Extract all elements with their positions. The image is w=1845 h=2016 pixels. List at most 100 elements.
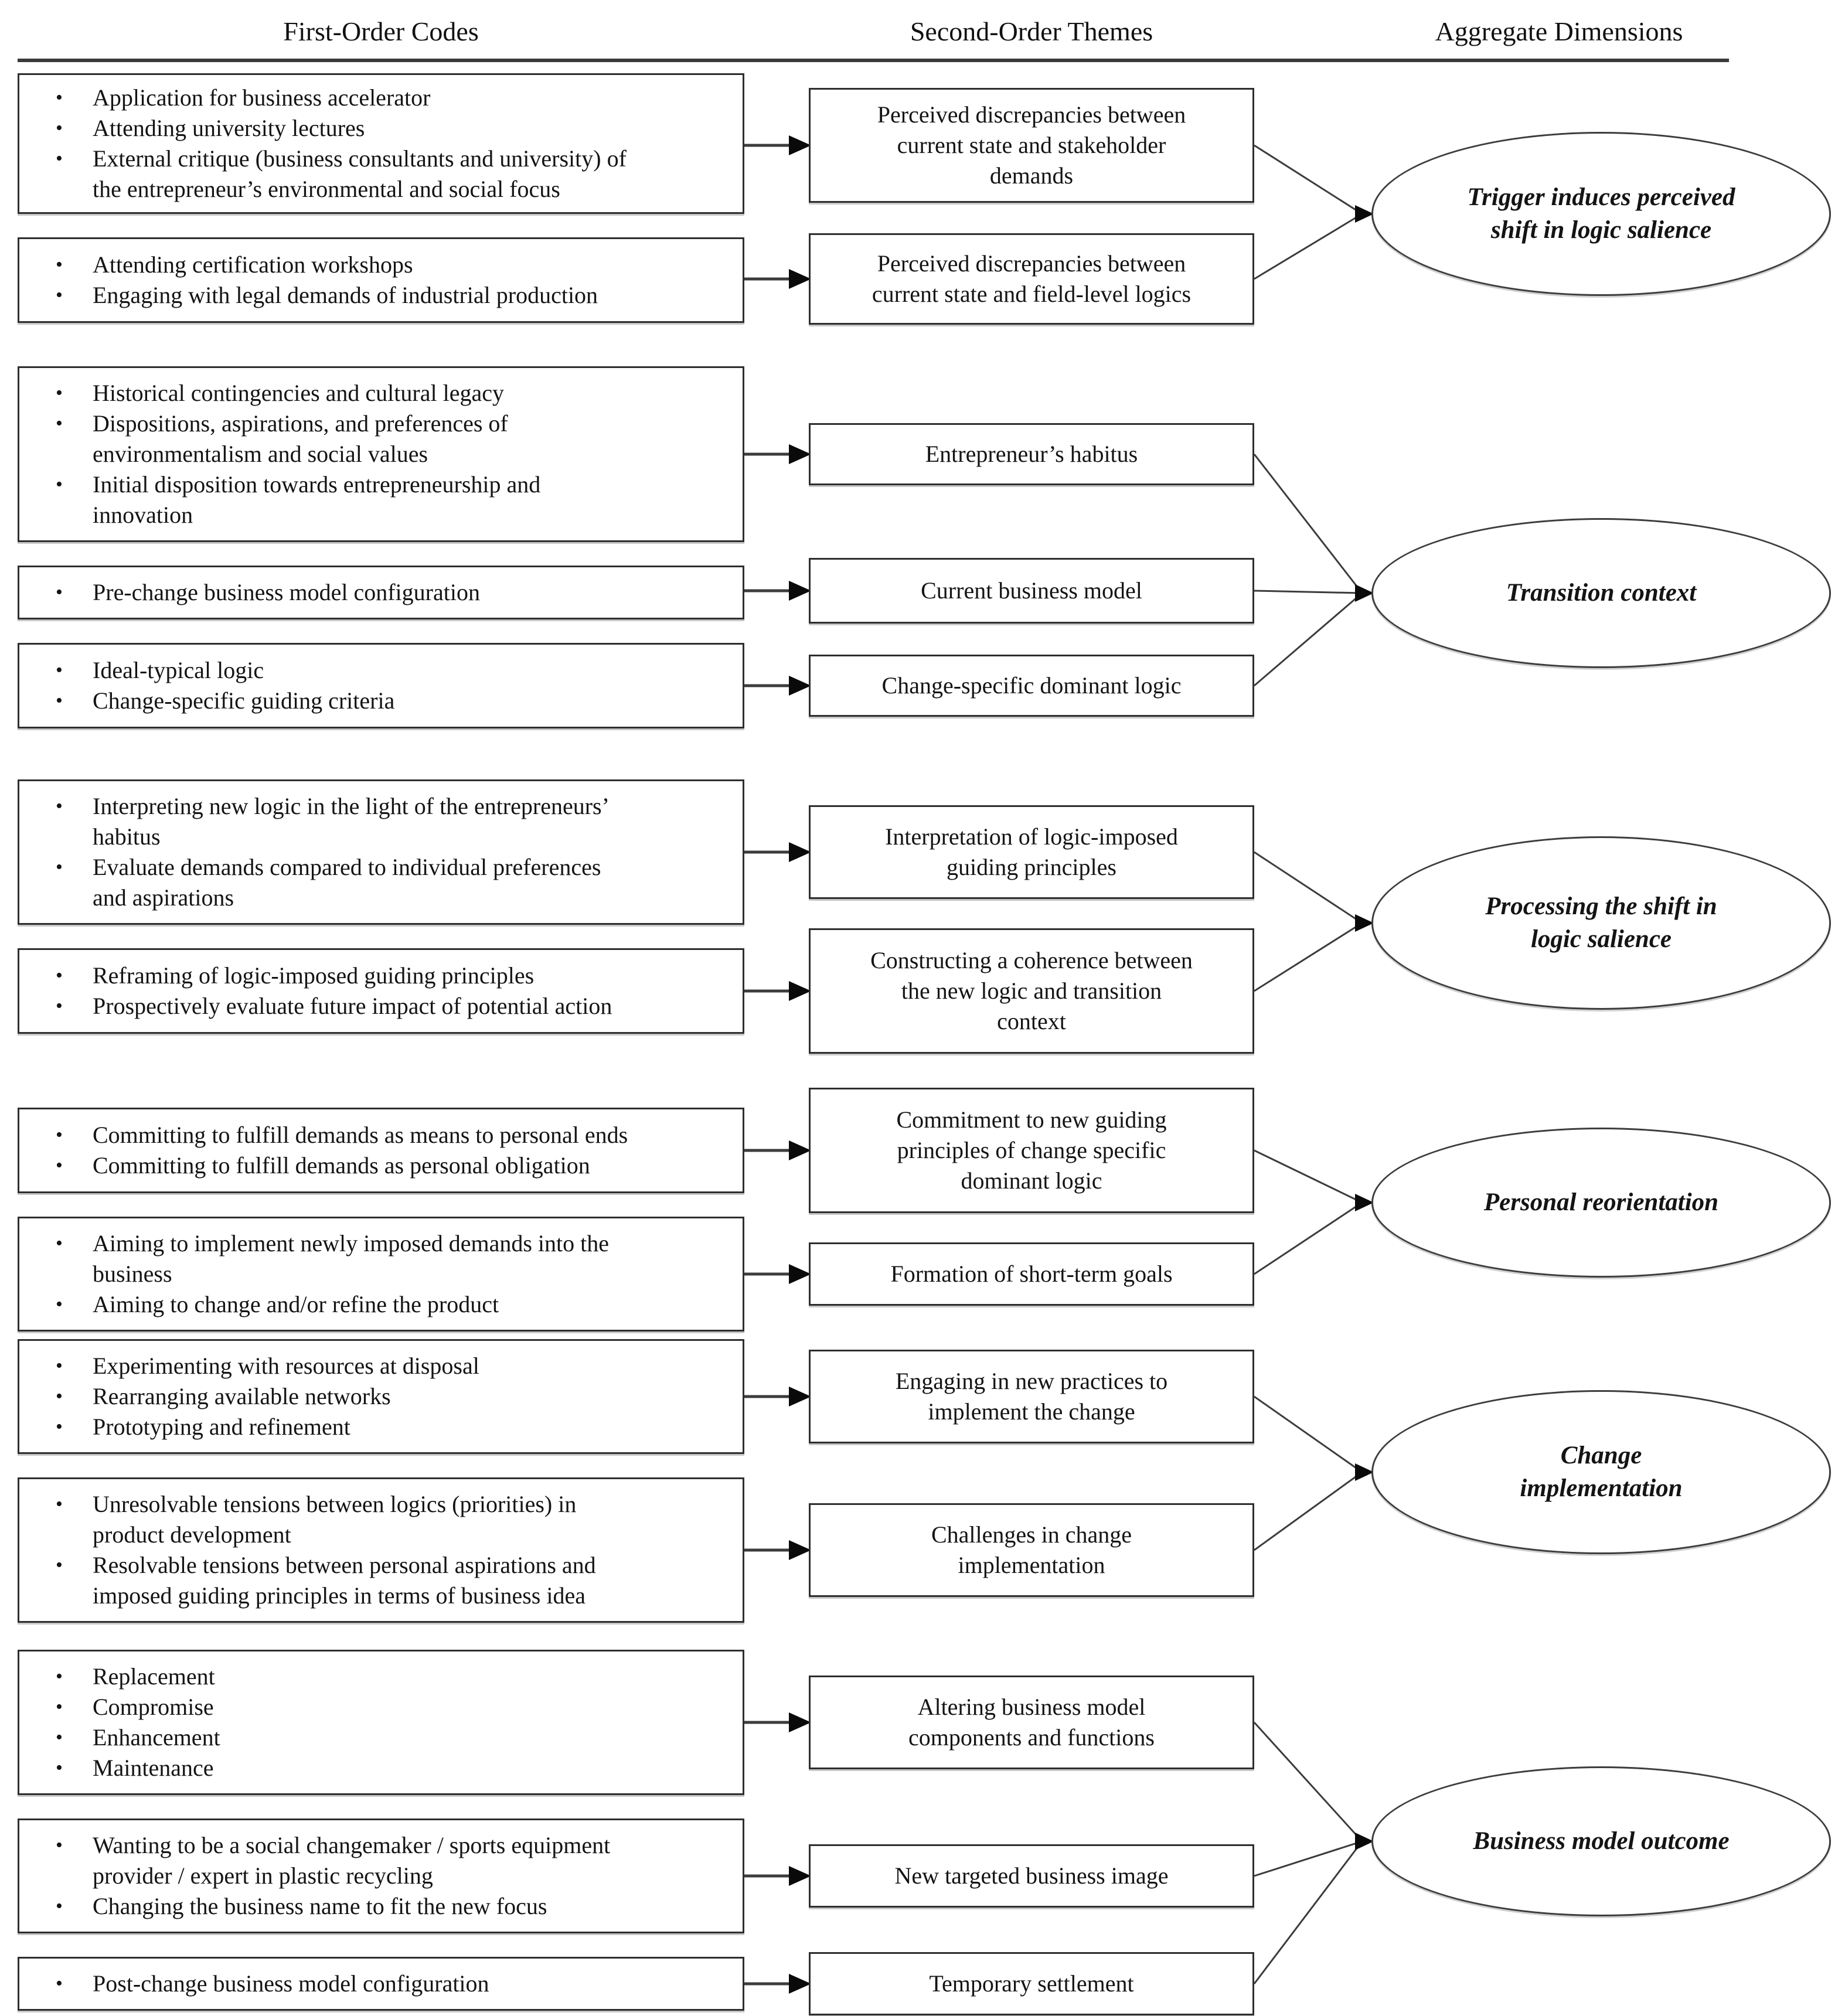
arrow-right-icon	[1355, 1194, 1374, 1211]
theme-line-text: demands	[989, 162, 1074, 189]
code-line: •Committing to fulfill demands as person…	[19, 1150, 743, 1181]
theme-line-text: Commitment to new guiding	[896, 1106, 1167, 1133]
bullet-icon: •	[56, 1895, 63, 1917]
code-line: innovation	[19, 500, 743, 530]
code-line: •Maintenance	[19, 1753, 743, 1783]
first-order-code-box: •Aiming to implement newly imposed deman…	[18, 1217, 744, 1331]
dimension-label: Trigger induces perceived	[1467, 183, 1735, 211]
bullet-icon: •	[56, 1293, 63, 1315]
arrow-right-icon	[789, 676, 811, 696]
bullet-icon: •	[56, 148, 63, 169]
code-line-text: Compromise	[93, 1694, 214, 1720]
arrow-right-icon	[789, 1866, 811, 1886]
code-line-text: External critique (business consultants …	[93, 145, 627, 172]
code-line-text: innovation	[93, 502, 193, 528]
code-line-text: Reframing of logic-imposed guiding princ…	[93, 962, 535, 989]
code-line: business	[19, 1259, 743, 1289]
bullet-icon: •	[56, 1232, 63, 1254]
theme-line-text: implementation	[958, 1552, 1105, 1578]
arrow-right-icon	[1355, 584, 1374, 602]
theme-line-text: Challenges in change	[931, 1521, 1132, 1548]
first-order-code-box: •Historical contingencies and cultural l…	[18, 366, 744, 542]
converge-connector-line	[1254, 922, 1363, 992]
code-line-text: Engaging with legal demands of industria…	[93, 282, 598, 308]
bullet-icon: •	[56, 1124, 63, 1146]
first-order-code-box: •Ideal-typical logic•Change-specific gui…	[18, 643, 744, 728]
arrow-right-icon	[789, 1140, 811, 1160]
arrow-right-icon	[789, 135, 811, 155]
dimension-label: Transition context	[1506, 579, 1697, 607]
bullet-icon: •	[56, 1355, 63, 1377]
code-line-text: and aspirations	[93, 884, 234, 911]
code-line: •Prototyping and refinement	[19, 1412, 743, 1442]
code-line: •Engaging with legal demands of industri…	[19, 280, 743, 311]
code-line: product development	[19, 1520, 743, 1550]
theme-line-text: Entrepreneur’s habitus	[925, 441, 1138, 467]
code-line-text: Attending certification workshops	[93, 251, 413, 278]
bullet-icon: •	[56, 856, 63, 878]
bullet-icon: •	[56, 1726, 63, 1748]
dimension-label: Personal reorientation	[1483, 1189, 1719, 1216]
code-line: •Replacement	[19, 1661, 743, 1692]
bullet-icon: •	[56, 690, 63, 711]
aggregate-dimension-ellipse: Personal reorientation	[1371, 1128, 1831, 1278]
converge-connector-line	[1254, 592, 1363, 687]
code-line-text: habitus	[93, 823, 161, 850]
column-header-first-order-codes: First-Order Codes	[283, 16, 479, 46]
code-line-text: Dispositions, aspirations, and preferenc…	[93, 410, 508, 437]
theme-line-text: implement the change	[928, 1398, 1135, 1425]
code-line: imposed guiding principles in terms of b…	[19, 1581, 743, 1611]
code-line-text: Prospectively evaluate future impact of …	[93, 993, 612, 1019]
converge-connector-line	[1254, 1149, 1363, 1204]
second-order-theme-box: New targeted business image	[809, 1844, 1254, 1908]
code-line: •Resolvable tensions between personal as…	[19, 1550, 743, 1581]
code-line-text: provider / expert in plastic recycling	[93, 1862, 433, 1889]
code-line: •Change-specific guiding criteria	[19, 686, 743, 716]
code-line-text: Historical contingencies and cultural le…	[93, 380, 504, 406]
code-line: •Interpreting new logic in the light of …	[19, 791, 743, 822]
dimension-label: Business model outcome	[1473, 1827, 1730, 1855]
theme-line-text: Engaging in new practices to	[895, 1368, 1168, 1394]
code-line-text: the entrepreneur’s environmental and soc…	[93, 176, 560, 202]
code-line: • Enhancement	[19, 1722, 743, 1753]
code-line: the entrepreneur’s environmental and soc…	[19, 174, 743, 205]
code-line: •Rearranging available networks	[19, 1381, 743, 1412]
converge-connector-line	[1253, 454, 1363, 594]
code-line: • External critique (business consultants…	[19, 144, 743, 174]
first-order-code-box: •Pre-change business model configuration	[18, 566, 744, 619]
code-line: and aspirations	[19, 883, 743, 913]
code-line-text: Enhancement	[93, 1724, 220, 1751]
first-order-code-box: •Interpreting new logic in the light of …	[18, 779, 744, 925]
theme-line-text: Perceived discrepancies between	[877, 101, 1186, 128]
second-order-theme-box: Entrepreneur’s habitus	[809, 423, 1254, 485]
code-line: •Compromise	[19, 1692, 743, 1722]
theme-line-text: Formation of short-term goals	[890, 1261, 1173, 1287]
dimension-label: Processing the shift in	[1485, 893, 1717, 920]
code-line: provider / expert in plastic recycling	[19, 1861, 743, 1891]
code-line: •Attending certification workshops	[19, 250, 743, 280]
code-line: •Wanting to be a social changemaker / sp…	[19, 1830, 743, 1861]
code-line-text: Aiming to change and/or refine the produ…	[93, 1291, 499, 1317]
converge-connector-line	[1254, 1840, 1363, 1877]
arrow-right-icon	[789, 842, 811, 862]
first-order-code-box: •Experimenting with resources at disposa…	[18, 1339, 744, 1454]
converge-connector-line	[1253, 1721, 1363, 1843]
bullet-icon: •	[56, 1493, 63, 1515]
code-line-text: Application for business accelerator	[93, 84, 431, 111]
code-line: •Initial disposition towards entrepreneu…	[19, 469, 743, 500]
converge-connector-line	[1254, 213, 1363, 280]
code-line: •Committing to fulfill demands as means …	[19, 1120, 743, 1150]
column-header-aggregate-dimensions: Aggregate Dimensions	[1435, 16, 1683, 46]
code-line-text: Pre-change business model configuration	[93, 579, 480, 605]
arrow-right-icon	[789, 1712, 811, 1732]
arrow-right-icon	[1355, 1833, 1374, 1850]
code-line-text: Replacement	[93, 1663, 215, 1690]
arrow-right-icon	[789, 1974, 811, 1994]
theme-line-text: Perceived discrepancies between	[877, 250, 1186, 277]
arrow-right-icon	[789, 581, 811, 601]
theme-line-text: Altering business model	[917, 1694, 1146, 1720]
bullet-icon: •	[56, 965, 63, 986]
code-line-text: Resolvable tensions between personal asp…	[93, 1552, 596, 1578]
converge-connector-line	[1254, 851, 1363, 924]
